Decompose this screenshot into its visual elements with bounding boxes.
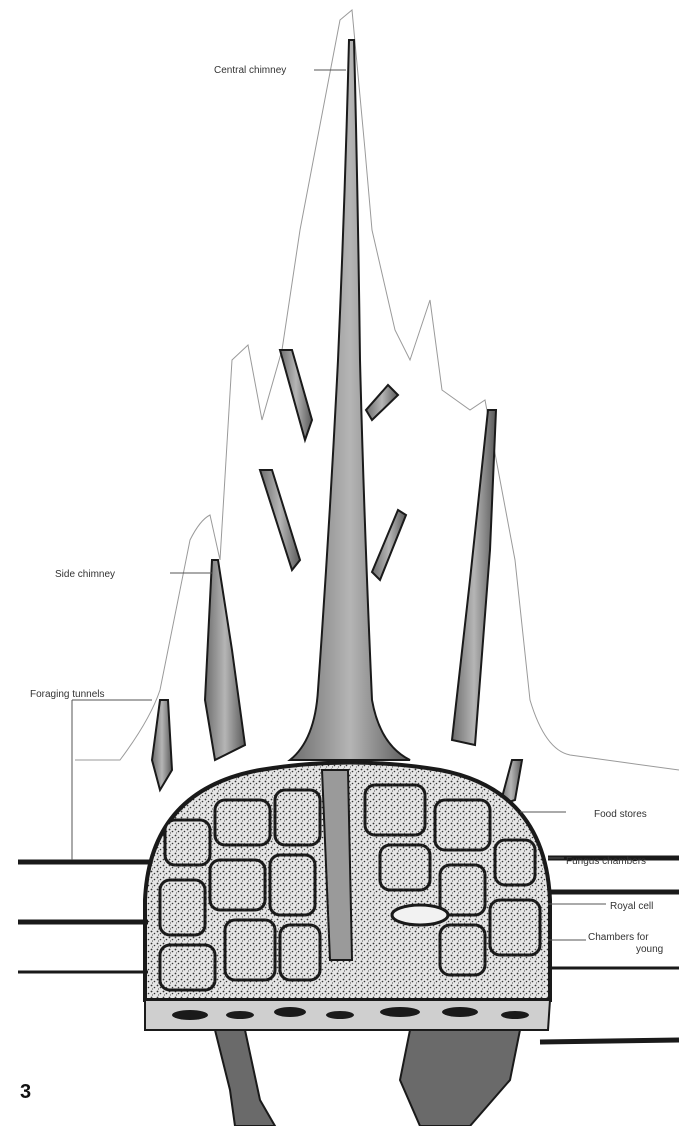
label-royal-cell: Royal cell [610,901,653,912]
branch-right-mid [372,510,406,580]
roots-left [215,1030,275,1126]
label-chambers-for-young-1: Chambers for [588,932,649,943]
label-food-stores: Food stores [594,809,647,820]
side-chimney-right [452,410,496,745]
roots-right [400,1030,520,1126]
branch-left-mid [260,470,300,570]
side-chimney-left [205,560,245,760]
label-fungus-chambers: Fungus chambers [566,856,646,867]
mound-outline [75,10,679,770]
label-central-chimney: Central chimney [214,65,286,76]
figure-number: 3 [20,1081,31,1103]
branch-left-upper [280,350,312,440]
royal-cell [392,905,448,925]
label-side-chimney: Side chimney [55,569,115,580]
label-foraging-tunnels: Foraging tunnels [30,689,105,700]
branch-right-upper [366,385,398,420]
side-chimney-left-outer [152,700,172,790]
label-chambers-for-young-2: young [636,944,663,955]
